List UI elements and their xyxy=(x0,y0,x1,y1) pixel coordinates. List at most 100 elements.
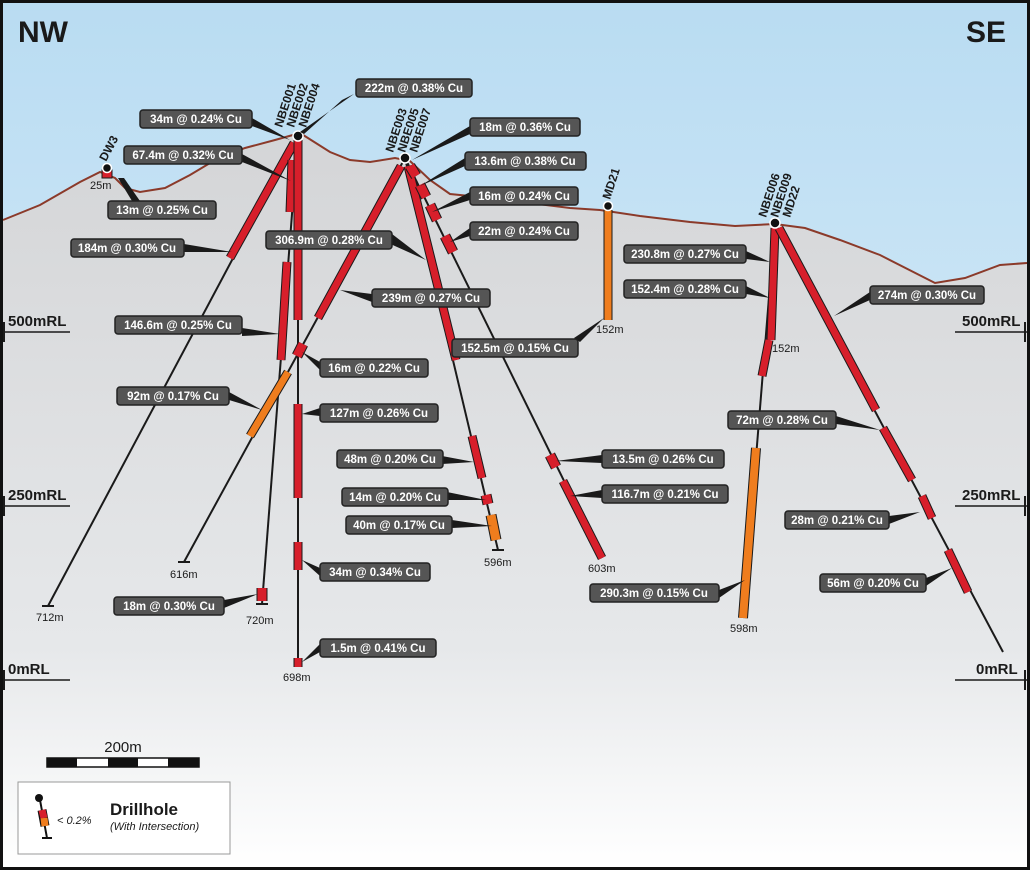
legend-subtitle: (With Intersection) xyxy=(110,821,199,833)
legend: < 0.2% Drillhole (With Intersection) xyxy=(17,781,231,855)
callout-text-28m: 28m @ 0.21% Cu xyxy=(791,515,883,527)
rl-label-0-left: 0mRL xyxy=(8,661,50,678)
segment-nbe009-230m xyxy=(758,339,773,377)
segment-nbe007-22m xyxy=(440,233,458,255)
callout-text-22m: 22m @ 0.24% Cu xyxy=(478,226,570,238)
callout-18m-a: 18m @ 0.30% Cu xyxy=(113,596,225,616)
rl-label-0-right: 0mRL xyxy=(976,661,1018,678)
segment-nbe007-18m xyxy=(406,163,420,179)
collar-nbe006 xyxy=(769,217,781,229)
callout-40m: 40m @ 0.17% Cu xyxy=(345,515,453,535)
callout-text-34m-a: 34m @ 0.24% Cu xyxy=(150,114,242,126)
segment-nbe009-290m xyxy=(739,447,760,619)
segment-nbe003-92m xyxy=(246,370,292,438)
callout-72m: 72m @ 0.28% Cu xyxy=(727,410,837,430)
callout-13-5m: 13.5m @ 0.26% Cu xyxy=(601,449,725,469)
callout-34m-a: 34m @ 0.24% Cu xyxy=(139,109,253,129)
segment-md22-274m xyxy=(775,226,880,412)
scale-bar: 200m xyxy=(46,739,200,768)
depth-598m: 598m xyxy=(730,623,758,635)
legend-title: Drillhole xyxy=(110,800,178,819)
callout-text-40m: 40m @ 0.17% Cu xyxy=(353,520,445,532)
rl-markers: 500mRL 250mRL 0mRL 500mRL 250mRL 0mRL xyxy=(3,313,1027,690)
segment-nbe005-48m xyxy=(468,435,486,479)
callout-116m: 116.7m @ 0.21% Cu xyxy=(601,484,729,504)
callout-152-4m: 152.4m @ 0.28% Cu xyxy=(623,279,747,299)
callout-text-146m: 146.6m @ 0.25% Cu xyxy=(124,320,232,332)
callout-text-116m: 116.7m @ 0.21% Cu xyxy=(611,489,718,501)
callout-92m: 92m @ 0.17% Cu xyxy=(116,386,230,406)
collar-nbe003 xyxy=(399,152,411,164)
callout-56m: 56m @ 0.20% Cu xyxy=(819,573,927,593)
collar-nbe001 xyxy=(292,130,304,142)
depth-616m: 616m xyxy=(170,569,198,581)
callout-67m: 67.4m @ 0.32% Cu xyxy=(123,145,243,165)
callout-text-152-5m: 152.5m @ 0.15% Cu xyxy=(461,343,569,355)
callout-16m-a: 16m @ 0.22% Cu xyxy=(319,358,429,378)
callout-text-13-5m: 13.5m @ 0.26% Cu xyxy=(612,454,713,466)
collar-markers xyxy=(101,130,781,229)
depth-603m: 603m xyxy=(588,563,616,575)
legend-threshold: < 0.2% xyxy=(57,815,92,827)
callout-239m: 239m @ 0.27% Cu xyxy=(371,288,491,308)
callout-text-306m: 306.9m @ 0.28% Cu xyxy=(275,235,383,247)
callout-184m: 184m @ 0.30% Cu xyxy=(70,238,185,258)
depth-md21: 152m xyxy=(596,324,624,336)
segment-md22-72m xyxy=(879,426,916,482)
callout-230m: 230.8m @ 0.27% Cu xyxy=(623,244,747,264)
rl-label-500-right: 500mRL xyxy=(962,313,1020,330)
rl-label-500-left: 500mRL xyxy=(8,313,66,330)
segment-nbe001-184m xyxy=(226,141,298,260)
callout-1-5m: 1.5m @ 0.41% Cu xyxy=(319,638,437,658)
hole-trace-nbe002 xyxy=(261,135,299,605)
callout-146m: 146.6m @ 0.25% Cu xyxy=(114,315,243,335)
segment-nbe007-16m xyxy=(425,203,442,222)
callout-text-290m: 290.3m @ 0.15% Cu xyxy=(600,588,708,600)
callout-text-152-4m: 152.4m @ 0.28% Cu xyxy=(631,284,739,296)
segment-nbe002-146m xyxy=(277,261,291,361)
legend-collar-icon xyxy=(35,794,43,802)
callout-28m: 28m @ 0.21% Cu xyxy=(784,510,890,530)
direction-se: SE xyxy=(966,16,1006,49)
callout-text-222m: 222m @ 0.38% Cu xyxy=(365,83,463,95)
depth-698m: 698m xyxy=(283,672,311,684)
callout-127m: 127m @ 0.26% Cu xyxy=(319,403,439,423)
callout-222m: 222m @ 0.38% Cu xyxy=(355,78,473,98)
callout-274m: 274m @ 0.30% Cu xyxy=(869,285,985,305)
callout-14m: 14m @ 0.20% Cu xyxy=(341,487,449,507)
depth-labels: 25m 712m 616m 720m 698m 596m 603m 152m 1… xyxy=(36,180,800,684)
segment-md22-28m xyxy=(918,494,936,520)
rl-label-250-right: 250mRL xyxy=(962,487,1020,504)
segment-nbe005-main xyxy=(404,165,460,361)
collar-dw3 xyxy=(101,162,113,174)
callout-text-16m-b: 16m @ 0.24% Cu xyxy=(478,191,570,203)
callout-text-184m: 184m @ 0.30% Cu xyxy=(78,243,176,255)
callout-text-230m: 230.8m @ 0.27% Cu xyxy=(631,249,739,261)
segment-nbe006-152m xyxy=(767,227,779,341)
callout-text-18m-a: 18m @ 0.30% Cu xyxy=(123,601,215,613)
callout-13m: 13m @ 0.25% Cu xyxy=(107,200,217,220)
legend-high-grade-swatch xyxy=(38,809,48,819)
callout-text-56m: 56m @ 0.20% Cu xyxy=(827,578,919,590)
callout-text-18m-b: 18m @ 0.36% Cu xyxy=(479,122,571,134)
callout-text-239m: 239m @ 0.27% Cu xyxy=(382,293,480,305)
callout-text-13-6m: 13.6m @ 0.38% Cu xyxy=(474,156,575,168)
segment-nbe003-16m xyxy=(292,341,308,359)
segment-nbe005-40m xyxy=(486,514,501,541)
callout-text-34m-b: 34m @ 0.34% Cu xyxy=(329,567,421,579)
depth-720m: 720m xyxy=(246,615,274,627)
callout-34m-b: 34m @ 0.34% Cu xyxy=(319,562,431,582)
callout-48m: 48m @ 0.20% Cu xyxy=(336,449,444,469)
depth-712m: 712m xyxy=(36,612,64,624)
legend-box xyxy=(17,781,231,855)
segment-nbe007-13m xyxy=(415,182,431,200)
segment-nbe007-13-5m xyxy=(545,452,561,470)
callout-text-127m: 127m @ 0.26% Cu xyxy=(330,408,428,420)
depth-dw3: 25m xyxy=(90,180,111,192)
callout-152-5m: 152.5m @ 0.15% Cu xyxy=(451,338,579,358)
callout-text-48m: 48m @ 0.20% Cu xyxy=(344,454,436,466)
callout-text-1-5m: 1.5m @ 0.41% Cu xyxy=(331,643,426,655)
segment-md22-56m xyxy=(944,548,972,594)
callout-16m-b: 16m @ 0.24% Cu xyxy=(469,186,579,206)
